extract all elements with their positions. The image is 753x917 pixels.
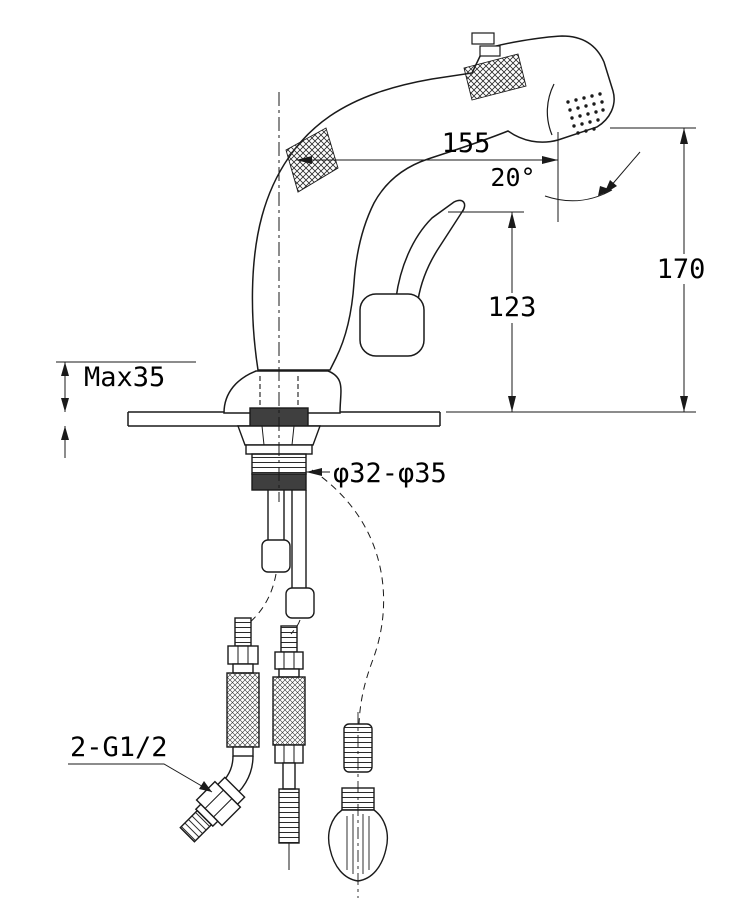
- angled-fitting: [179, 776, 246, 843]
- hose-bottom-nut: [274, 744, 304, 764]
- faucet-handle: [359, 199, 466, 357]
- spray-face-edge: [546, 83, 555, 136]
- fitting-threads: [179, 809, 213, 843]
- dimension-labels: 155 20° 170 123 Max35 φ32-φ35 2-G1/2: [70, 128, 705, 763]
- hose-nut: [274, 651, 304, 670]
- aerator-parts: [327, 712, 389, 898]
- dim-inlet-thread: 2-G1/2: [70, 732, 168, 763]
- dim-spout-reach: 155: [442, 128, 491, 159]
- knurl-band-head: [463, 53, 527, 101]
- supply-hose-left: [179, 617, 260, 843]
- braided-hose: [272, 676, 306, 746]
- supply-hose-right: [272, 625, 306, 870]
- mounting-hardware: [236, 407, 322, 619]
- supply-tube-left: [267, 490, 285, 540]
- hose-stud: [280, 625, 298, 653]
- dim-spout-height: 123: [488, 292, 537, 323]
- threaded-stud: [278, 788, 300, 844]
- hose-nut: [227, 645, 259, 665]
- dim-spray-angle: 20°: [490, 163, 535, 192]
- head-button: [471, 32, 495, 45]
- counter-deck: [127, 411, 441, 427]
- dim-max-thickness: Max35: [84, 362, 165, 393]
- tube-ferrule-right: [285, 587, 315, 619]
- dim-total-height: 170: [657, 254, 706, 285]
- hose-stud: [234, 617, 252, 647]
- head-button: [479, 45, 501, 57]
- faucet-body: [223, 32, 615, 414]
- dimensions: [56, 92, 705, 793]
- faucet-outline: [251, 35, 615, 371]
- dim-hole-diameter: φ32-φ35: [333, 458, 447, 489]
- spray-holes: [566, 92, 605, 135]
- supply-tube-right: [291, 490, 307, 588]
- tube-ferrule-left: [261, 539, 291, 573]
- faucet-base: [223, 370, 342, 414]
- braided-hose: [226, 672, 260, 748]
